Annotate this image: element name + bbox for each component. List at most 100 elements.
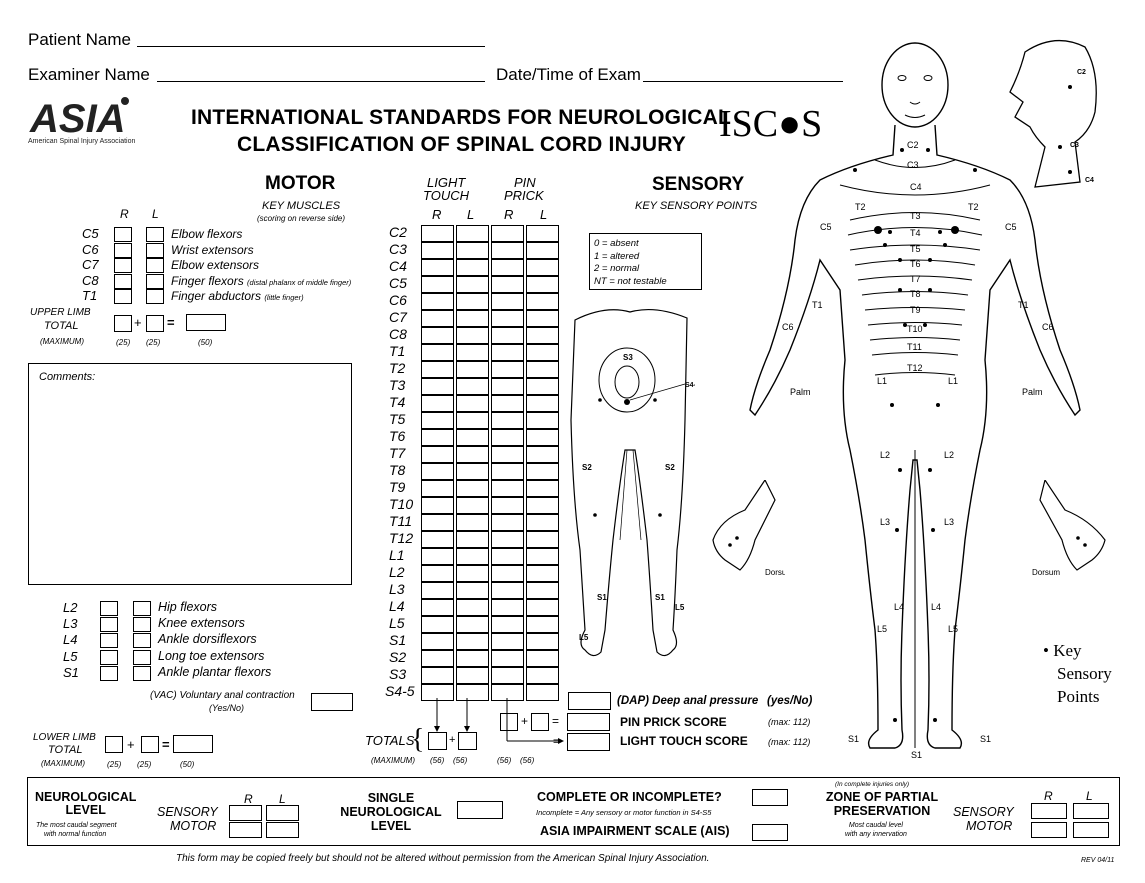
sensory-score-cell[interactable] xyxy=(526,412,559,429)
neuro-motor-r-box[interactable] xyxy=(229,822,262,838)
sensory-score-cell[interactable] xyxy=(491,463,524,480)
sensory-score-cell[interactable] xyxy=(456,446,489,463)
sensory-score-cell[interactable] xyxy=(456,327,489,344)
motor-l-box[interactable] xyxy=(133,601,151,616)
examiner-name-field[interactable] xyxy=(157,81,485,82)
sensory-score-cell[interactable] xyxy=(526,242,559,259)
complete-incomplete-box[interactable] xyxy=(752,789,788,806)
zpp-motor-r-box[interactable] xyxy=(1031,822,1067,838)
sensory-score-cell[interactable] xyxy=(526,327,559,344)
lt-r-total-box[interactable] xyxy=(428,732,447,750)
pp-r-total-box[interactable] xyxy=(500,713,518,731)
sensory-score-cell[interactable] xyxy=(456,684,489,701)
sensory-score-cell[interactable] xyxy=(491,531,524,548)
sensory-score-cell[interactable] xyxy=(526,531,559,548)
sensory-score-cell[interactable] xyxy=(421,378,454,395)
sensory-score-cell[interactable] xyxy=(526,429,559,446)
sensory-score-cell[interactable] xyxy=(421,412,454,429)
sensory-score-cell[interactable] xyxy=(526,667,559,684)
sensory-score-cell[interactable] xyxy=(526,446,559,463)
motor-l-box[interactable] xyxy=(146,227,164,242)
zpp-sensory-r-box[interactable] xyxy=(1031,803,1067,819)
patient-name-field[interactable] xyxy=(137,46,485,47)
lower-total-box[interactable] xyxy=(173,735,213,753)
sensory-score-cell[interactable] xyxy=(526,684,559,701)
motor-l-box[interactable] xyxy=(146,258,164,273)
sensory-score-cell[interactable] xyxy=(421,225,454,242)
sensory-score-cell[interactable] xyxy=(526,361,559,378)
sensory-score-cell[interactable] xyxy=(456,395,489,412)
ais-box[interactable] xyxy=(752,824,788,841)
sensory-score-cell[interactable] xyxy=(421,480,454,497)
sensory-score-cell[interactable] xyxy=(526,225,559,242)
neuro-sensory-l-box[interactable] xyxy=(266,805,299,821)
sensory-score-cell[interactable] xyxy=(526,463,559,480)
single-neuro-level-box[interactable] xyxy=(457,801,503,819)
sensory-score-cell[interactable] xyxy=(421,497,454,514)
sensory-score-cell[interactable] xyxy=(491,514,524,531)
sensory-score-cell[interactable] xyxy=(491,497,524,514)
sensory-score-cell[interactable] xyxy=(491,259,524,276)
sensory-score-cell[interactable] xyxy=(491,395,524,412)
sensory-score-cell[interactable] xyxy=(491,293,524,310)
sensory-score-cell[interactable] xyxy=(421,514,454,531)
sensory-score-cell[interactable] xyxy=(491,276,524,293)
sensory-score-cell[interactable] xyxy=(456,378,489,395)
motor-l-box[interactable] xyxy=(146,242,164,258)
dap-box[interactable] xyxy=(568,692,611,710)
sensory-score-cell[interactable] xyxy=(456,582,489,599)
sensory-score-cell[interactable] xyxy=(421,531,454,548)
sensory-score-cell[interactable] xyxy=(456,667,489,684)
sensory-score-cell[interactable] xyxy=(491,633,524,650)
motor-l-box[interactable] xyxy=(133,649,151,665)
sensory-score-cell[interactable] xyxy=(456,463,489,480)
sensory-score-cell[interactable] xyxy=(526,514,559,531)
sensory-score-cell[interactable] xyxy=(421,361,454,378)
sensory-score-cell[interactable] xyxy=(456,259,489,276)
sensory-score-cell[interactable] xyxy=(456,276,489,293)
sensory-score-cell[interactable] xyxy=(456,548,489,565)
motor-r-box[interactable] xyxy=(114,258,132,273)
sensory-score-cell[interactable] xyxy=(526,582,559,599)
zpp-sensory-l-box[interactable] xyxy=(1073,803,1109,819)
sensory-score-cell[interactable] xyxy=(526,633,559,650)
upper-total-box[interactable] xyxy=(186,314,226,331)
motor-r-box[interactable] xyxy=(100,665,118,681)
sensory-score-cell[interactable] xyxy=(421,633,454,650)
lower-total-r-box[interactable] xyxy=(105,736,123,753)
sensory-score-cell[interactable] xyxy=(526,497,559,514)
sensory-score-cell[interactable] xyxy=(526,650,559,667)
sensory-score-cell[interactable] xyxy=(421,650,454,667)
upper-total-r-box[interactable] xyxy=(114,315,132,332)
motor-l-box[interactable] xyxy=(133,633,151,649)
sensory-score-cell[interactable] xyxy=(491,548,524,565)
sensory-score-cell[interactable] xyxy=(491,599,524,616)
sensory-score-cell[interactable] xyxy=(456,497,489,514)
motor-r-box[interactable] xyxy=(114,242,132,258)
sensory-score-cell[interactable] xyxy=(491,242,524,259)
sensory-score-cell[interactable] xyxy=(526,395,559,412)
sensory-score-cell[interactable] xyxy=(421,327,454,344)
sensory-score-cell[interactable] xyxy=(421,293,454,310)
sensory-score-cell[interactable] xyxy=(491,565,524,582)
sensory-score-cell[interactable] xyxy=(456,361,489,378)
sensory-score-cell[interactable] xyxy=(526,616,559,633)
sensory-score-cell[interactable] xyxy=(526,293,559,310)
sensory-score-cell[interactable] xyxy=(456,242,489,259)
sensory-score-cell[interactable] xyxy=(421,344,454,361)
motor-r-box[interactable] xyxy=(100,601,118,616)
motor-l-box[interactable] xyxy=(146,273,164,289)
sensory-score-cell[interactable] xyxy=(491,378,524,395)
sensory-score-cell[interactable] xyxy=(491,480,524,497)
sensory-score-cell[interactable] xyxy=(491,310,524,327)
motor-r-box[interactable] xyxy=(114,273,132,289)
sensory-score-cell[interactable] xyxy=(491,225,524,242)
sensory-score-cell[interactable] xyxy=(456,310,489,327)
sensory-score-cell[interactable] xyxy=(456,225,489,242)
sensory-score-cell[interactable] xyxy=(526,548,559,565)
sensory-score-cell[interactable] xyxy=(491,446,524,463)
sensory-score-cell[interactable] xyxy=(421,548,454,565)
sensory-score-cell[interactable] xyxy=(491,344,524,361)
upper-total-l-box[interactable] xyxy=(146,315,164,332)
sensory-score-cell[interactable] xyxy=(456,633,489,650)
